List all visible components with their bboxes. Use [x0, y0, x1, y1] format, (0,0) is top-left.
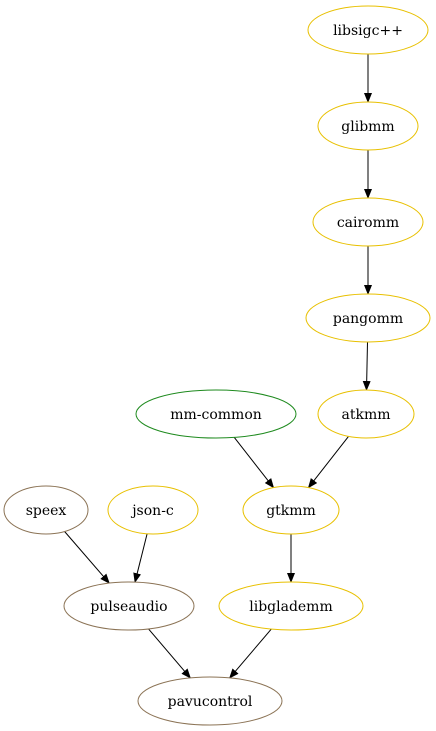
node-cairomm-ellipse [312, 197, 424, 247]
node-pulseaudio-ellipse [63, 581, 195, 631]
node-libsigcpp-label: libsigc++ [333, 23, 403, 39]
node-libglademm-ellipse [218, 581, 364, 631]
edge-pulseaudio-to-pavucontrol [148, 628, 191, 679]
edge-atkmm-to-gtkmm [307, 436, 349, 489]
node-speex: speex [3, 485, 89, 535]
edge-libglademm-to-pavucontrol [229, 628, 272, 679]
node-atkmm-label: atkmm [341, 407, 390, 423]
node-atkmm-ellipse [317, 389, 415, 439]
node-gtkmm: gtkmm [242, 485, 340, 535]
node-glibmm: glibmm [317, 101, 419, 151]
node-speex-label: speex [26, 503, 67, 519]
node-libsigcpp-ellipse [307, 5, 429, 55]
node-pangomm-label: pangomm [333, 311, 403, 327]
node-json-c: json-c [107, 485, 199, 535]
edge-mm-common-to-gtkmm [233, 437, 275, 489]
node-mm-common: mm-common [135, 389, 297, 439]
node-glibmm-ellipse [317, 101, 419, 151]
node-pulseaudio: pulseaudio [63, 581, 195, 631]
nodes-layer: libsigc++ glibmm cairomm pangomm mm-common at… [3, 5, 431, 726]
node-pulseaudio-label: pulseaudio [90, 599, 167, 615]
node-json-c-ellipse [107, 485, 199, 535]
node-pavucontrol-ellipse [137, 676, 283, 726]
node-mm-common-ellipse [135, 389, 297, 439]
node-gtkmm-ellipse [242, 485, 340, 535]
node-libglademm-label: libglademm [249, 599, 333, 615]
node-pavucontrol: pavucontrol [137, 676, 283, 726]
node-mm-common-label: mm-common [170, 407, 262, 423]
edge-pangomm-to-atkmm [362, 341, 371, 391]
node-gtkmm-label: gtkmm [266, 503, 316, 519]
node-cairomm-label: cairomm [337, 215, 399, 231]
node-pangomm: pangomm [305, 293, 431, 343]
node-libglademm: libglademm [218, 581, 364, 631]
node-pangomm-ellipse [305, 293, 431, 343]
edges-layer [64, 54, 372, 679]
node-atkmm: atkmm [317, 389, 415, 439]
edge-json-c-to-pulseaudio [133, 533, 148, 584]
edge-speex-to-pulseaudio [64, 531, 110, 584]
node-json-c-label: json-c [130, 503, 174, 519]
node-cairomm: cairomm [312, 197, 424, 247]
node-pavucontrol-label: pavucontrol [168, 694, 253, 710]
node-glibmm-label: glibmm [341, 119, 394, 135]
node-libsigcpp: libsigc++ [307, 5, 429, 55]
node-speex-ellipse [3, 485, 89, 535]
